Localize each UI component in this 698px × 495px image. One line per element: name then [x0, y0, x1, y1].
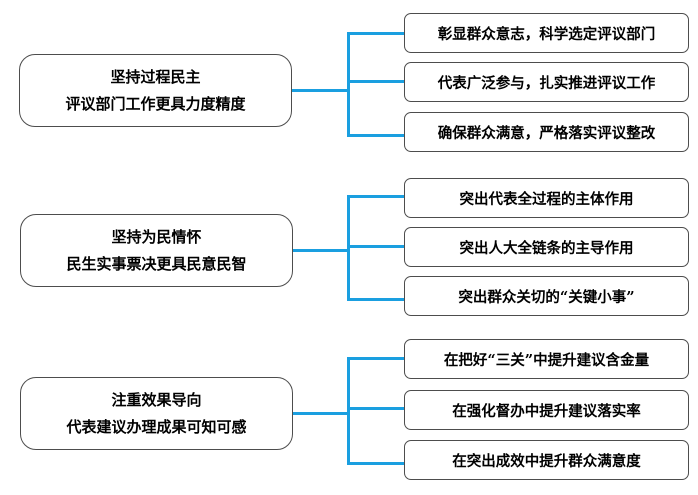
connector-2-branch-1 — [347, 195, 404, 198]
main-box-1-line1: 坚持过程民主 — [110, 67, 201, 86]
item-box-1-1: 彰显群众意志，科学选定评议部门 — [404, 13, 689, 53]
main-box-3-line2: 代表建议办理成果可知可感 — [66, 417, 247, 436]
item-box-1-2: 代表广泛参与，扎实推进评议工作 — [404, 62, 689, 102]
item-box-2-2: 突出人大全链条的主导作用 — [404, 227, 689, 267]
main-box-1: 坚持过程民主 评议部门工作更具力度精度 — [19, 54, 292, 127]
connector-3-branch-3 — [347, 462, 404, 465]
connector-2-branch-2 — [349, 245, 404, 248]
connector-2-stem — [293, 249, 349, 252]
connector-1-branch-2 — [349, 80, 404, 83]
connector-3-branch-2 — [349, 407, 404, 410]
main-box-1-line2: 评议部门工作更具力度精度 — [65, 94, 246, 113]
connector-2-branch-3 — [347, 298, 404, 301]
connector-2-spine — [347, 195, 350, 301]
item-box-2-3: 突出群众关切的“关键小事” — [404, 276, 689, 316]
connector-3-stem — [293, 412, 349, 415]
connector-1-branch-3 — [347, 134, 404, 137]
item-box-3-2: 在强化督办中提升建议落实率 — [404, 390, 689, 430]
item-box-2-1: 突出代表全过程的主体作用 — [404, 178, 689, 218]
connector-1-branch-1 — [347, 32, 404, 35]
main-box-3-line1: 注重效果导向 — [111, 390, 202, 409]
connector-1-stem — [292, 89, 349, 92]
connector-3-spine — [347, 357, 350, 465]
main-box-2: 坚持为民情怀 民生实事票决更具民意民智 — [20, 214, 293, 287]
item-box-1-3: 确保群众满意，严格落实评议整改 — [404, 112, 689, 152]
main-box-3: 注重效果导向 代表建议办理成果可知可感 — [20, 377, 293, 450]
connector-1-spine — [347, 32, 350, 137]
item-box-3-3: 在突出成效中提升群众满意度 — [404, 440, 689, 480]
main-box-2-line2: 民生实事票决更具民意民智 — [66, 254, 247, 273]
item-box-3-1: 在把好“三关”中提升建议含金量 — [404, 339, 689, 379]
connector-3-branch-1 — [347, 357, 404, 360]
main-box-2-line1: 坚持为民情怀 — [111, 227, 202, 246]
